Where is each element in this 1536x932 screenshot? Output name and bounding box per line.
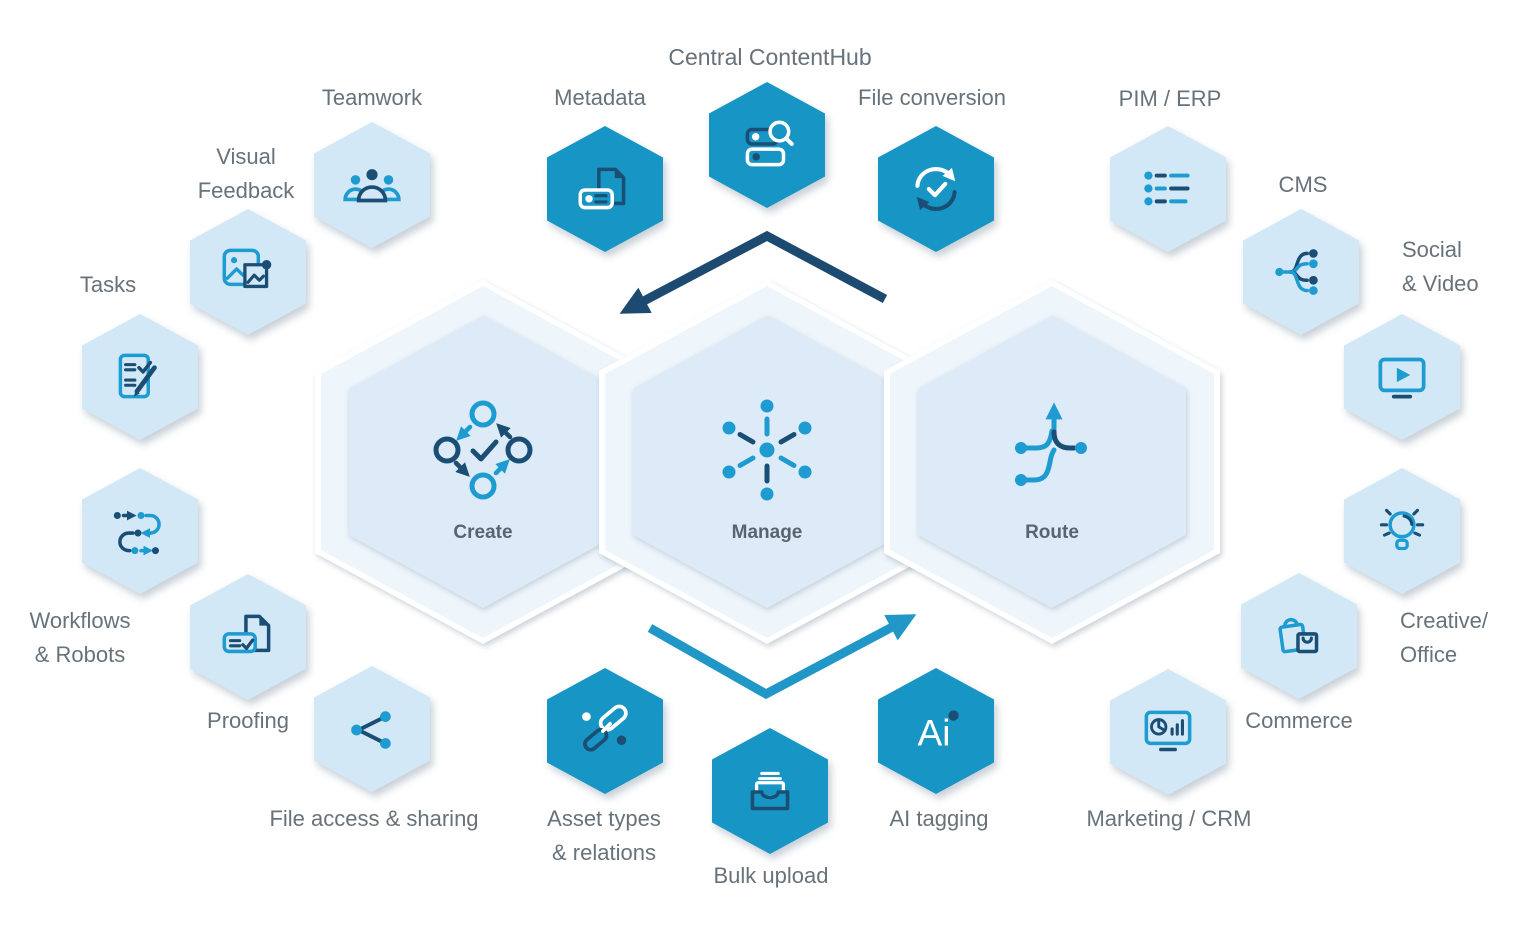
label-cms: CMS	[1278, 172, 1328, 197]
manage-hexagon: Manage	[599, 280, 935, 644]
branch-tree-icon	[1275, 249, 1318, 295]
hex-visual-feedback	[190, 209, 306, 335]
label-proofing: Proofing	[207, 708, 289, 733]
ai-glyph-icon: Ai	[917, 710, 959, 753]
hex-asset-types-relations	[547, 668, 663, 794]
route-hexagon: Route	[884, 280, 1220, 644]
create-hexagon: Create	[315, 280, 651, 644]
manage-label: Manage	[731, 522, 803, 543]
label-visual-feedback: Visual Feedback	[197, 144, 295, 203]
task-list-pencil-icon	[118, 353, 157, 399]
share-icon	[351, 711, 391, 749]
label-bulk-upload: Bulk upload	[713, 863, 829, 888]
image-annotation-icon	[222, 248, 272, 289]
route-label: Route	[1025, 522, 1079, 543]
label-tasks: Tasks	[79, 272, 137, 297]
label-file-access-sharing: File access & sharing	[269, 806, 479, 831]
list-icon	[1144, 171, 1190, 206]
ai-dot	[948, 710, 959, 721]
hex-marketing-crm	[1110, 669, 1226, 795]
hex-central-contenthub	[709, 82, 825, 208]
label-asset-types-relations: Asset types & relations	[547, 806, 661, 865]
diagram-title: Central ContentHub	[668, 44, 872, 70]
document-approve-icon	[222, 614, 271, 654]
label-marketing-crm: Marketing / CRM	[1086, 806, 1252, 831]
inbox-tray-icon	[750, 771, 790, 811]
document-tag-icon	[578, 167, 626, 210]
hex-bulk-upload	[712, 728, 828, 854]
database-search-icon	[745, 120, 794, 167]
hex-tasks	[82, 314, 198, 440]
label-metadata: Metadata	[554, 85, 646, 110]
label-creative-office: Creative/ Office	[1400, 608, 1489, 667]
hex-file-access-sharing	[314, 666, 430, 792]
hex-workflows-robots	[82, 468, 198, 594]
label-file-conversion: File conversion	[858, 85, 1006, 110]
hex-cms	[1243, 209, 1359, 335]
route-merge-icon	[1015, 402, 1087, 486]
hex-metadata	[547, 126, 663, 252]
label-ai-tagging: AI tagging	[889, 806, 989, 831]
create-label: Create	[453, 522, 513, 543]
label-teamwork: Teamwork	[321, 85, 423, 110]
label-pim-erp: PIM / ERP	[1118, 86, 1222, 111]
hex-social-video	[1344, 314, 1460, 440]
create-cycle-icon	[433, 400, 533, 500]
sync-check-icon	[915, 167, 957, 211]
label-commerce: Commerce	[1245, 708, 1353, 733]
video-player-icon	[1378, 357, 1426, 399]
hex-creative-office	[1344, 468, 1460, 594]
hex-pim-erp	[1110, 126, 1226, 252]
people-group-icon	[343, 169, 401, 203]
hex-file-conversion	[878, 126, 994, 252]
hex-ai-tagging: Ai	[878, 668, 994, 794]
hex-commerce	[1241, 573, 1357, 699]
dashboard-icon	[1144, 710, 1192, 752]
manage-hub-icon	[722, 399, 812, 501]
ai-glyph-text: Ai	[917, 711, 950, 753]
label-social-video: Social & Video	[1402, 237, 1479, 296]
chain-link-icon	[582, 704, 628, 752]
hex-proofing	[190, 574, 306, 700]
hex-teamwork	[314, 122, 430, 248]
lightbulb-icon	[1379, 508, 1425, 551]
label-workflows-robots: Workflows & Robots	[29, 608, 131, 667]
manage-hex-inner	[633, 316, 901, 608]
shopping-bags-icon	[1278, 617, 1319, 654]
workflow-steps-icon	[113, 510, 161, 556]
